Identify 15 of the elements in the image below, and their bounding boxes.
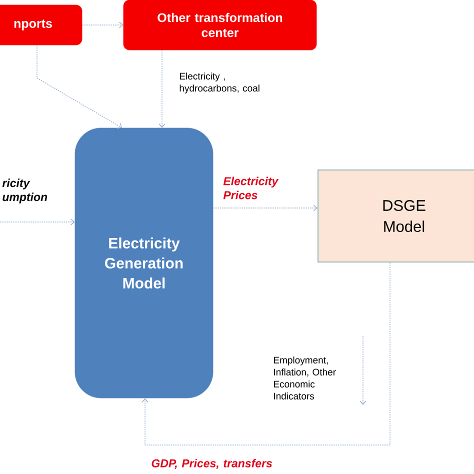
- arrow: [142, 262, 390, 446]
- source-box: nports: [0, 4, 82, 46]
- edge-label: Electricity , hydrocarbons, coal: [180, 72, 260, 94]
- model-box: DSGE Model: [318, 170, 474, 262]
- arrow: [36, 44, 122, 129]
- edge-label: GDP, Prices, transfers: [152, 458, 272, 470]
- arrow: [0, 218, 75, 226]
- arrow: [82, 22, 124, 28]
- arrow: [158, 50, 166, 128]
- process-box: Other transformation center: [123, 0, 317, 50]
- arrow: [212, 204, 318, 212]
- edge-label: ricity umption: [2, 178, 48, 204]
- note-text: Employment, Inflation, Other Economic Indicators: [274, 356, 336, 400]
- edge-label: Electricity Prices: [223, 176, 279, 200]
- model-box: Electricity Generation Model: [74, 128, 214, 398]
